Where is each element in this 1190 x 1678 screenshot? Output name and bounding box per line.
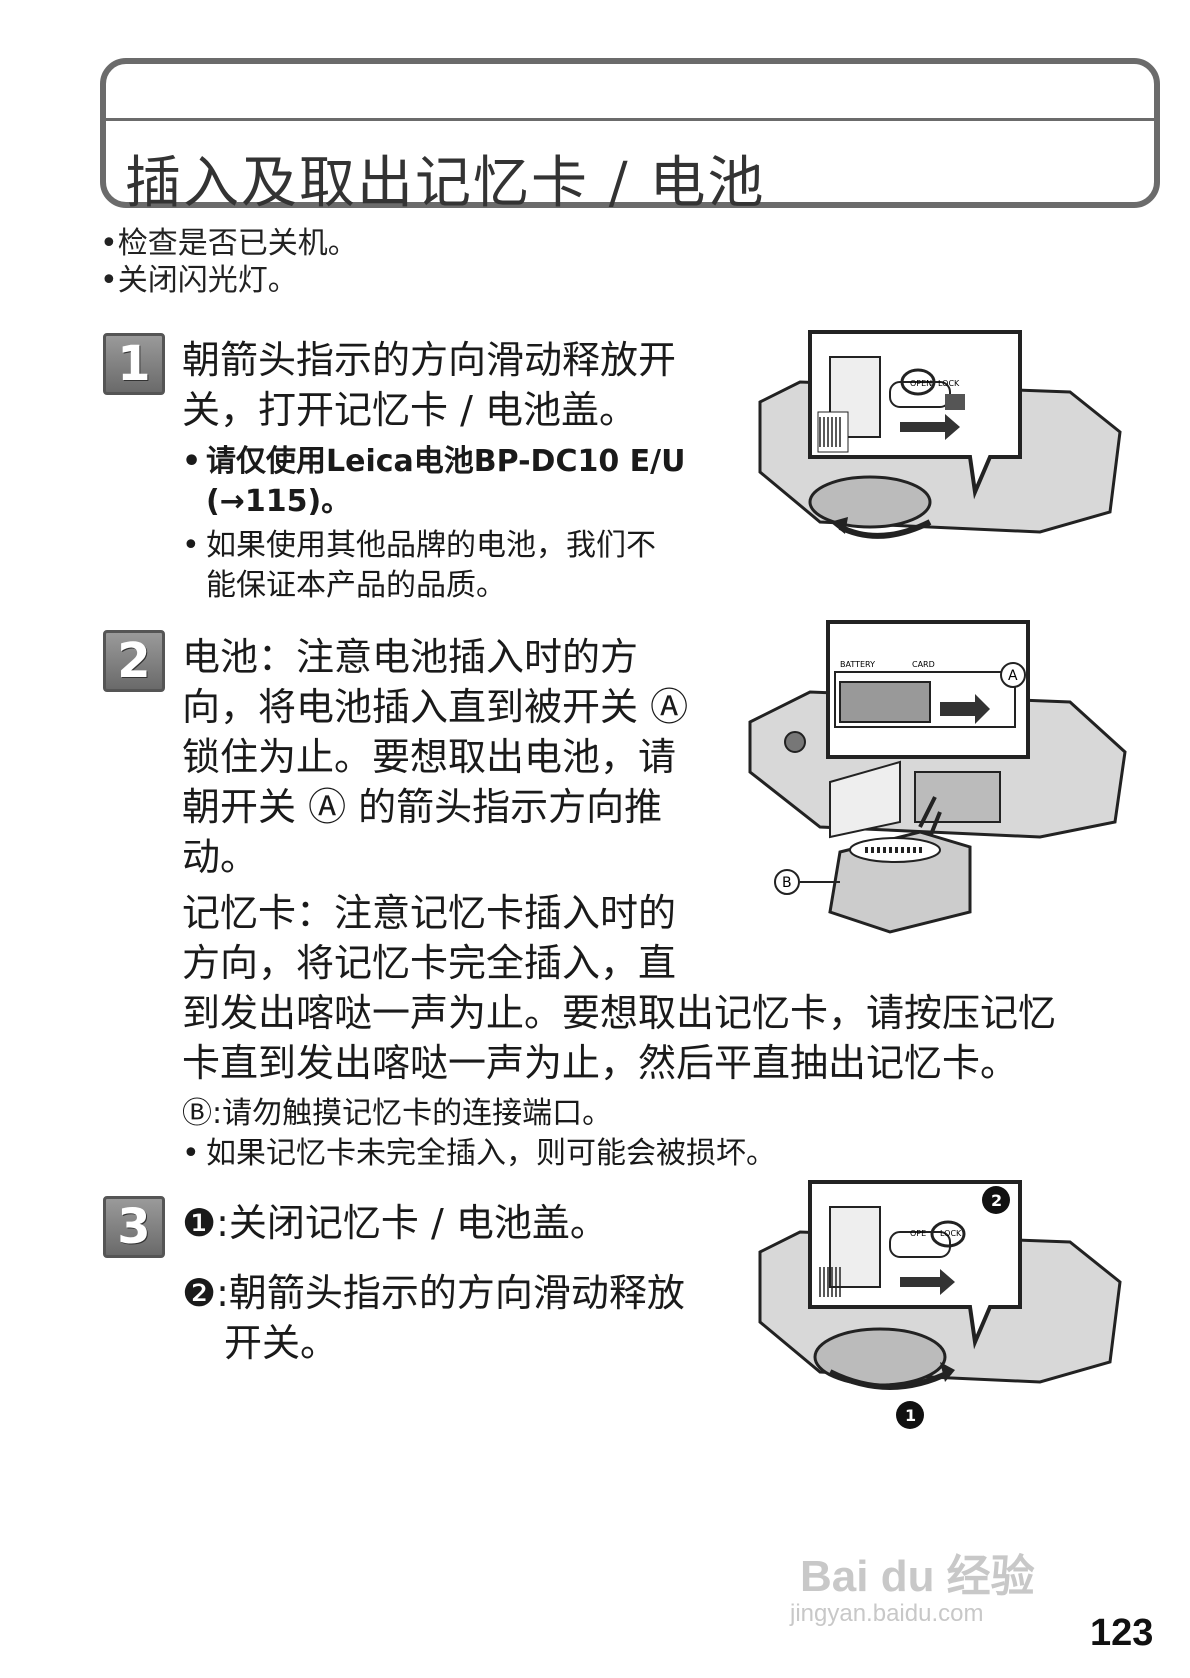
step-2-note-b: Ⓑ:请勿触摸记忆卡的连接端口。 (182, 1096, 613, 1131)
step-1-line-2: 关，打开记忆卡 / 电池盖。 (182, 388, 637, 432)
watermark-logo: Bai du 经验 (800, 1552, 1035, 1601)
step-2-card-text: 记忆卡：注意记忆卡插入时的 方向，将记忆卡完全插入，直 到发出喀哒一声为止。要想… (182, 888, 1102, 1088)
step-1-notes: 请仅使用Leica电池BP-DC10 E/U (→115)。 如果使用其他品牌的… (182, 442, 742, 606)
push-arrow-icon (940, 694, 990, 724)
step-1-text: 朝箭头指示的方向滑动释放开 关，打开记忆卡 / 电池盖。 (182, 335, 722, 435)
step-2-battery-text: 电池：注意电池插入时的方 向，将电池插入直到被开关 Ⓐ 锁住为止。要想取出电池，… (182, 632, 702, 882)
step-1-note-1-line-2: (→115)。 (206, 484, 352, 519)
slide-arrow-icon (900, 414, 960, 440)
step-2-battery-line-2: 向，将电池插入直到被开关 Ⓐ (182, 685, 689, 729)
callout-b-marker (774, 869, 800, 895)
step-marker-2-icon (982, 1186, 1010, 1214)
step-2-card-line-3: 到发出喀哒一声为止。要想取出记忆卡，请按压记忆 (182, 991, 1057, 1035)
figure-3-n1-label: 1 (905, 1406, 916, 1425)
figure-2-battery-label: BATTERY (840, 660, 875, 669)
figure-2-b-label: B (782, 875, 792, 891)
figure-close-cover: OPE LOCK 2 1 (758, 1180, 1122, 1429)
precaution-1: •检查是否已关机。 (100, 226, 358, 261)
step-1-line-1: 朝箭头指示的方向滑动释放开 (182, 338, 677, 382)
step-1-note-2-line-1: 如果使用其他品牌的电池，我们不 (206, 528, 656, 563)
step-2-battery-line-5: 动。 (182, 835, 259, 879)
precaution-2: •关闭闪光灯。 (100, 263, 298, 298)
step-2-note-bullet: 如果记忆卡未完全插入，则可能会被损坏。 (182, 1134, 1082, 1174)
step-2-card-line-1: 记忆卡：注意记忆卡插入时的 (182, 891, 677, 935)
step-1-note-1-line-1: 请仅使用Leica电池BP-DC10 E/U (206, 444, 686, 479)
page-number: 123 (1090, 1612, 1154, 1654)
figure-1-open-label: OPEN (910, 379, 932, 388)
step-2-notes: Ⓑ:请勿触摸记忆卡的连接端口。 如果记忆卡未完全插入，则可能会被损坏。 (182, 1094, 1082, 1174)
step-2-battery-line-4: 朝开关 Ⓐ 的箭头指示方向推 (182, 785, 663, 829)
figure-1-lock-label: LOCK (938, 379, 960, 388)
figure-3-n2-label: 2 (991, 1191, 1002, 1210)
page-title: 插入及取出记忆卡 / 电池 (125, 151, 766, 216)
lock-arrow-icon (900, 1269, 955, 1295)
step-2-battery-line-1: 电池：注意电池插入时的方 (182, 635, 639, 679)
figure-open-cover: OPEN LOCK (758, 330, 1122, 539)
step-3-sub-2-line-2: 开关。 (224, 1321, 339, 1365)
step-3-sub-2-line-1: ❷:朝箭头指示的方向滑动释放 (182, 1271, 685, 1315)
step-2-battery-line-3: 锁住为止。要想取出电池，请 (182, 735, 677, 779)
insert-arrow-icon (918, 796, 942, 838)
step-2-badge: 2 (103, 630, 165, 692)
step-1-note-2-line-2: 能保证本产品的品质。 (206, 568, 506, 603)
title-divider (106, 118, 1154, 121)
figure-insert-battery: BATTERY CARD A B (748, 620, 1127, 934)
step-3-badge: 3 (103, 1196, 165, 1258)
callout-a-marker (1000, 662, 1026, 688)
step-1-note-2: 如果使用其他品牌的电池，我们不 能保证本产品的品质。 (182, 526, 742, 606)
step-1-note-1: 请仅使用Leica电池BP-DC10 E/U (→115)。 (182, 442, 742, 522)
figure-2-card-label: CARD (912, 660, 935, 669)
step-3-sub-2: ❷:朝箭头指示的方向滑动释放 开关。 (182, 1268, 722, 1368)
step-1-badge: 1 (103, 333, 165, 395)
figure-3-open-label: OPE (910, 1229, 926, 1238)
title-frame (100, 58, 1160, 208)
figure-2-a-label: A (1008, 668, 1018, 684)
step-3-sub-1: ❶:关闭记忆卡 / 电池盖。 (182, 1201, 608, 1245)
step-marker-1-icon (896, 1401, 924, 1429)
step-2-card-line-4: 卡直到发出喀哒一声为止，然后平直抽出记忆卡。 (182, 1041, 1019, 1085)
step-2-card-line-2: 方向，将记忆卡完全插入，直 (182, 941, 677, 985)
watermark-url: jingyan.baidu.com (790, 1600, 984, 1627)
figure-3-lock-label: LOCK (940, 1229, 962, 1238)
